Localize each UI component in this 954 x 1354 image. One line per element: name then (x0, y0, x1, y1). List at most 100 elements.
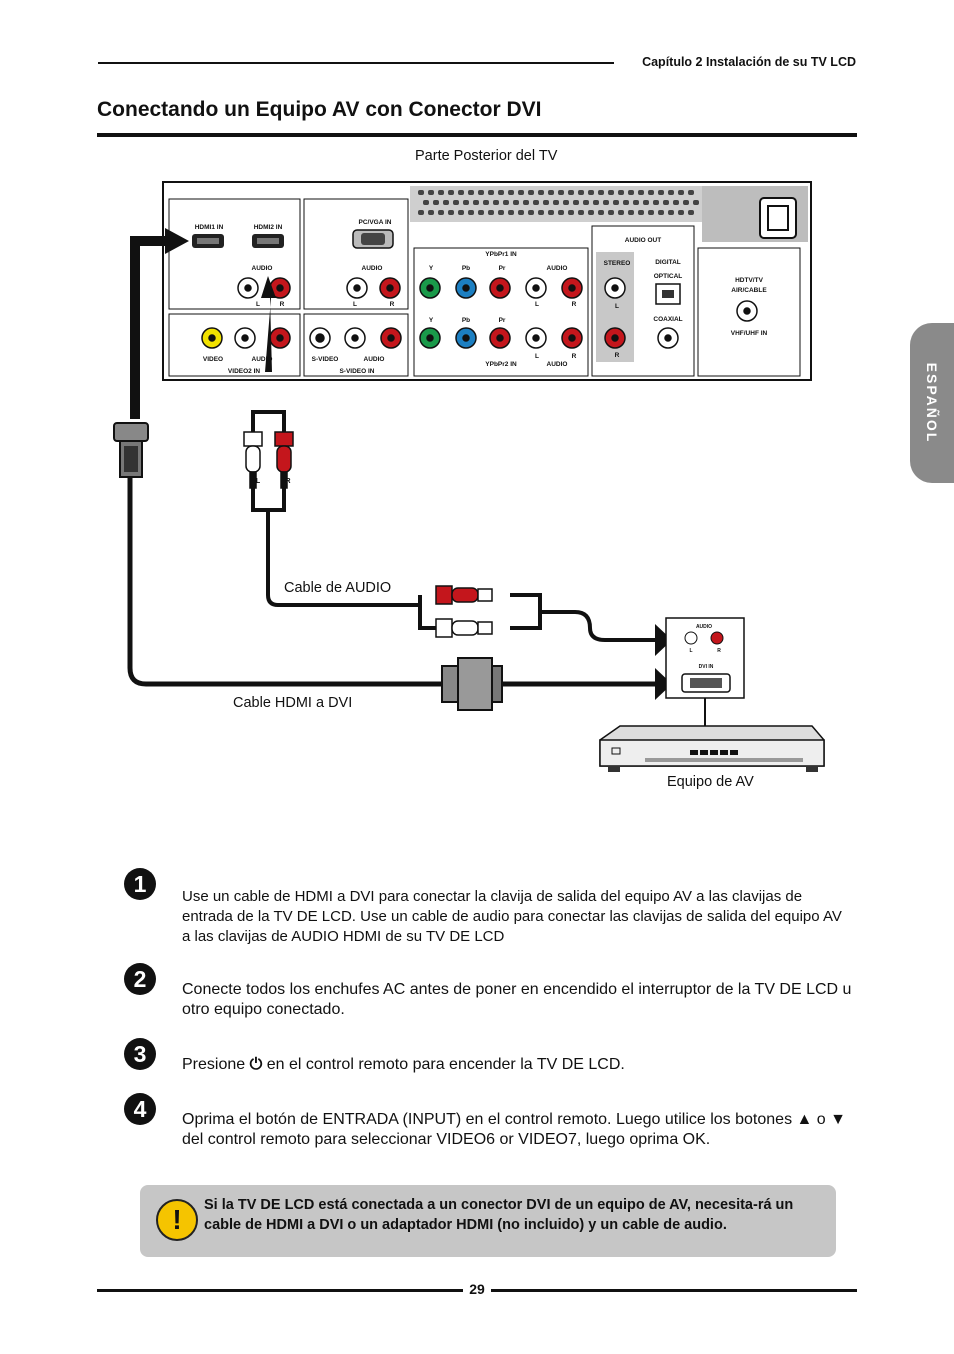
optical-label: OPTICAL (654, 273, 683, 280)
vent-hole (433, 200, 439, 205)
y2-label: Y (429, 317, 434, 324)
pb1-label: Pb (462, 265, 470, 272)
vent-hole (638, 210, 644, 215)
ypbpr2-audio-label: AUDIO (547, 361, 568, 368)
chapter-heading: Capítulo 2 Instalación de su TV LCD (642, 55, 856, 69)
step-3-text-before: Presione (182, 1056, 246, 1073)
device-r-label: R (717, 648, 721, 654)
vent-hole (583, 200, 589, 205)
l-label: L (615, 303, 619, 310)
air-cable-label: AIR/CABLE (731, 287, 767, 294)
vent-hole (513, 200, 519, 205)
vent-hole (518, 190, 524, 195)
vhf-label: VHF/UHF IN (731, 330, 768, 337)
pb2-label: Pb (462, 317, 470, 324)
vent-hole (678, 210, 684, 215)
vent-hole (658, 210, 664, 215)
vent-hole (478, 190, 484, 195)
l-label: L (535, 353, 539, 360)
vent-hole (533, 200, 539, 205)
l-label: L (353, 301, 357, 308)
step-1-text: Use un cable de HDMI a DVI para conectar… (182, 888, 842, 945)
vent-hole (648, 210, 654, 215)
vent-hole (673, 200, 679, 205)
vent-hole (548, 190, 554, 195)
vent-hole (508, 210, 514, 215)
vent-hole (458, 210, 464, 215)
vent-hole (628, 210, 634, 215)
hdmi1-label: HDMI1 IN (195, 224, 224, 231)
vent-hole (668, 210, 674, 215)
audio-out-label: AUDIO OUT (625, 237, 662, 244)
vent-hole (633, 200, 639, 205)
page-number: 29 (0, 1281, 954, 1297)
device-audio-label: AUDIO (696, 624, 712, 630)
vent-hole (618, 210, 624, 215)
stereo-label: STEREO (604, 260, 631, 267)
step-3-text: Presione ⏻ en el control remoto para enc… (182, 1055, 852, 1075)
dvi-plug (441, 657, 503, 711)
step-2-number: 2 (124, 963, 156, 995)
svideo-label: S-VIDEO (312, 356, 339, 363)
r-label: R (615, 352, 620, 359)
page-title: Conectando un Equipo AV con Conector DVI (97, 98, 542, 121)
vent-hole (553, 200, 559, 205)
device-connector-panel (665, 617, 745, 726)
hdmi2-label: HDMI2 IN (254, 224, 283, 231)
device-label: Equipo de AV (667, 774, 754, 790)
pr2-label: Pr (499, 317, 506, 324)
vent-hole (543, 200, 549, 205)
pr1-label: Pr (499, 265, 506, 272)
vent-hole (438, 210, 444, 215)
vent-hole (563, 200, 569, 205)
vent-hole (683, 200, 689, 205)
l-label: L (535, 301, 539, 308)
vent-hole (578, 190, 584, 195)
hdmi-dvi-cable (127, 478, 660, 687)
vent-hole (588, 190, 594, 195)
warning-text: Si la TV DE LCD está conectada a un cone… (204, 1197, 794, 1233)
connection-diagram: HDMI1 IN HDMI2 IN AUDIO PC/VGA IN AUDIO … (113, 181, 825, 772)
vent-hole (663, 200, 669, 205)
pcvga-label: PC/VGA IN (359, 219, 392, 226)
vent-hole (468, 210, 474, 215)
vent-hole (573, 200, 579, 205)
vent-hole (538, 190, 544, 195)
vent-hole (523, 200, 529, 205)
rca-jacks (201, 277, 758, 349)
vent-hole (648, 190, 654, 195)
vent-hole (608, 210, 614, 215)
hdmi-audio-label: AUDIO (252, 265, 273, 272)
vent-hole (568, 190, 574, 195)
step-1-number: 1 (124, 868, 156, 900)
vent-hole (448, 190, 454, 195)
video2-label: VIDEO2 IN (228, 368, 260, 375)
vent-hole (473, 200, 479, 205)
r-label: R (572, 353, 577, 360)
r-label: R (572, 301, 577, 308)
rca-plugs-device (435, 585, 493, 638)
vent-hole (688, 210, 694, 215)
step-2-text: Conecte todos los enchufes AC antes de p… (182, 981, 852, 1018)
vent-hole (643, 200, 649, 205)
vent-hole (658, 190, 664, 195)
ypbpr2-label: YPbPr2 IN (485, 361, 517, 368)
vent-hole (588, 210, 594, 215)
vent-hole (488, 210, 494, 215)
step-4-text: Oprima el botón de ENTRADA (INPUT) en el… (182, 1111, 846, 1148)
coaxial-label: COAXIAL (653, 316, 682, 323)
l-label: L (256, 301, 260, 308)
vent-hole (538, 210, 544, 215)
ypbpr1-audio-label: AUDIO (547, 265, 568, 272)
vent-hole (463, 200, 469, 205)
vent-hole (458, 190, 464, 195)
title-rule (97, 133, 857, 137)
vent-hole (678, 190, 684, 195)
vent-hole (653, 200, 659, 205)
digital-label: DIGITAL (655, 259, 681, 266)
vent-hole (498, 190, 504, 195)
vent-hole (668, 190, 674, 195)
vent-hole (418, 190, 424, 195)
vga-port (352, 229, 394, 249)
vent-hole (448, 210, 454, 215)
